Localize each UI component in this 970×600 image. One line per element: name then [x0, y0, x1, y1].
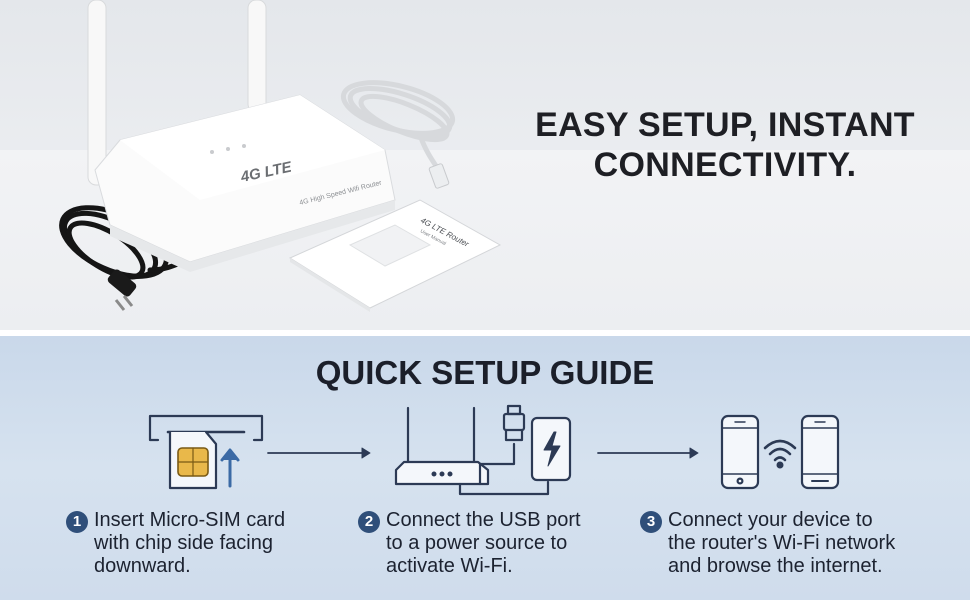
step-text-line: with chip side facing	[94, 532, 273, 554]
arrow-right-icon	[267, 447, 371, 459]
step-text-line: Insert Micro-SIM card	[94, 509, 286, 531]
setup-step-1: 1 Insert Micro-SIM card with chip side f…	[66, 509, 336, 578]
guide-icons	[148, 404, 840, 496]
step-text-line: Connect your device to	[668, 509, 873, 531]
ethernet-cable	[340, 80, 456, 175]
smartphone-icon	[720, 414, 760, 490]
router-antennas	[87, 0, 267, 186]
step-number-badge: 2	[358, 511, 380, 533]
headline-line-1: EASY SETUP, INSTANT	[535, 106, 915, 144]
step-text-line: Connect the USB port	[386, 509, 581, 531]
step-number-badge: 3	[640, 511, 662, 533]
product-hero: 4G LTE 4G High Speed Wifi Router 4G LTE …	[0, 0, 970, 330]
step-text-line: and browse the internet.	[668, 555, 883, 577]
hero-headline: EASY SETUP, INSTANT CONNECTIVITY.	[520, 105, 930, 185]
smartphone-icon	[800, 414, 840, 490]
section-divider	[0, 330, 970, 336]
product-photo: 4G LTE 4G High Speed Wifi Router 4G LTE …	[59, 0, 502, 312]
setup-step-2: 2 Connect the USB port to a power source…	[358, 509, 628, 578]
power-bank-icon	[530, 416, 572, 482]
step-text-line: activate Wi-Fi.	[386, 555, 513, 577]
router-device: 4G LTE 4G High Speed Wifi Router	[94, 94, 396, 272]
step-text-line: downward.	[94, 555, 191, 577]
usb-plug-icon	[502, 404, 526, 442]
setup-guide: QUICK SETUP GUIDE	[0, 336, 970, 600]
sim-card-icon	[148, 414, 264, 490]
setup-step-3: 3 Connect your device to the router's Wi…	[640, 509, 910, 578]
wifi-icon	[763, 439, 797, 469]
guide-title: QUICK SETUP GUIDE	[315, 354, 655, 391]
rj45-connector	[428, 163, 450, 189]
step-text-line: to a power source to	[386, 532, 568, 554]
step-text-line: the router's Wi-Fi network	[668, 532, 896, 554]
router-icon	[394, 406, 550, 496]
headline-line-2: CONNECTIVITY.	[593, 146, 857, 184]
arrow-right-icon	[597, 447, 699, 459]
step-number-badge: 1	[66, 511, 88, 533]
user-manual: 4G LTE Router User Manual	[288, 199, 502, 312]
